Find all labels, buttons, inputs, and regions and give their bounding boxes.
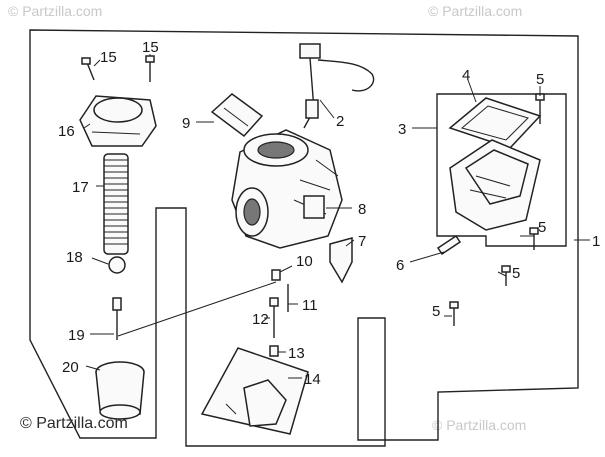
- screw-5-bottom: [449, 301, 459, 326]
- callout-19: 19: [68, 327, 85, 344]
- callout-14: 14: [304, 371, 321, 388]
- watermark-bottom-right: © Partzilla.com: [432, 417, 526, 433]
- callout-17: 17: [72, 179, 89, 196]
- callout-18: 18: [66, 249, 83, 266]
- callout-5-lower: 5: [512, 265, 520, 282]
- top-cap-16: [79, 95, 157, 147]
- piston-18: [108, 256, 126, 274]
- leader-lines: [83, 54, 590, 379]
- callout-2: 2: [336, 113, 344, 130]
- callout-5-mid: 5: [538, 219, 546, 236]
- bowl-plate-14: [200, 347, 309, 435]
- screw-5-mid: [529, 227, 539, 250]
- choke-plunger-2: [299, 43, 375, 129]
- callout-12: 12: [252, 311, 269, 328]
- spring-17: [103, 153, 129, 255]
- plate-9: [210, 93, 264, 138]
- callout-9: 9: [182, 115, 190, 132]
- callout-15-right: 15: [142, 39, 159, 56]
- callout-13: 13: [288, 345, 305, 362]
- callout-5-top: 5: [536, 71, 544, 88]
- needle-jet-12: [269, 297, 279, 338]
- holder-20: [95, 361, 145, 420]
- callout-11: 11: [302, 297, 318, 314]
- needle-19: [112, 297, 122, 340]
- screw-5-lower: [501, 265, 511, 286]
- copyright-notice: © Partzilla.com: [20, 415, 128, 432]
- screw-15-right: [145, 55, 155, 82]
- callout-20: 20: [62, 359, 79, 376]
- main-jet-13: [269, 345, 279, 357]
- screw-15-left: [81, 57, 95, 81]
- float-chamber-3: [449, 139, 541, 231]
- watermark-top-right: © Partzilla.com: [428, 3, 522, 19]
- callout-6: 6: [396, 257, 404, 274]
- watermark-top-left: © Partzilla.com: [8, 3, 102, 19]
- pin-6: [436, 234, 462, 256]
- float-chamber-boundary: [436, 93, 567, 247]
- callout-10: 10: [296, 253, 313, 270]
- callout-3: 3: [398, 121, 406, 138]
- callout-15-left: 15: [100, 49, 117, 66]
- callout-5-bottom: 5: [432, 303, 440, 320]
- assembly-boundary: [29, 29, 579, 447]
- bracket-7: [329, 237, 353, 284]
- callout-8: 8: [358, 201, 366, 218]
- callout-1: 1: [592, 233, 600, 250]
- jet-10: [271, 269, 281, 281]
- callout-7: 7: [358, 233, 366, 250]
- carburetor-body-8: [231, 129, 343, 249]
- callout-4: 4: [462, 67, 470, 84]
- callout-16: 16: [58, 123, 75, 140]
